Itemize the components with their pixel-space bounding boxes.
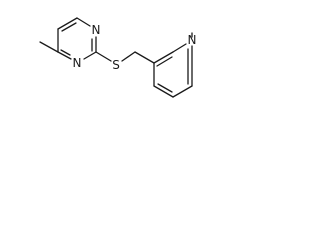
pyrimidine-bond-c6-n1 (76, 17, 91, 27)
molecule-structure: N N S N (39, 17, 197, 98)
pyridine-bond-5 (153, 85, 174, 98)
pyrimidine-n1-label: N (92, 23, 101, 37)
sulfur-label: S (112, 58, 120, 72)
sulfur-ch2-bond (121, 51, 136, 62)
pyrimidine-bond-c2-n3 (83, 51, 97, 60)
pyrimidine-bond-n3-c4 (57, 51, 72, 60)
pyridine-bond-1 (153, 51, 174, 64)
pyrimidine-bond-c5-c6-inner (61, 22, 77, 32)
pyridine-bond-6 (172, 85, 193, 98)
methyl-bond (39, 41, 59, 53)
pyrimidine-bond-n3-c4-inner (60, 49, 71, 56)
c2-sulfur-bond (95, 51, 112, 62)
pyridine-bond-2 (172, 43, 187, 53)
pyrimidine-n3-label: N (73, 56, 82, 70)
pyridine-bond-5-inner (157, 83, 173, 93)
ch2-pyridine-bond (134, 51, 155, 64)
pyrimidine-bond-c5-c6-outer (57, 17, 78, 30)
pyridine-bond-1-inner (156, 56, 173, 67)
molecule-canvas: N N S N (0, 0, 228, 125)
pyridine-n-label: N (188, 33, 197, 47)
